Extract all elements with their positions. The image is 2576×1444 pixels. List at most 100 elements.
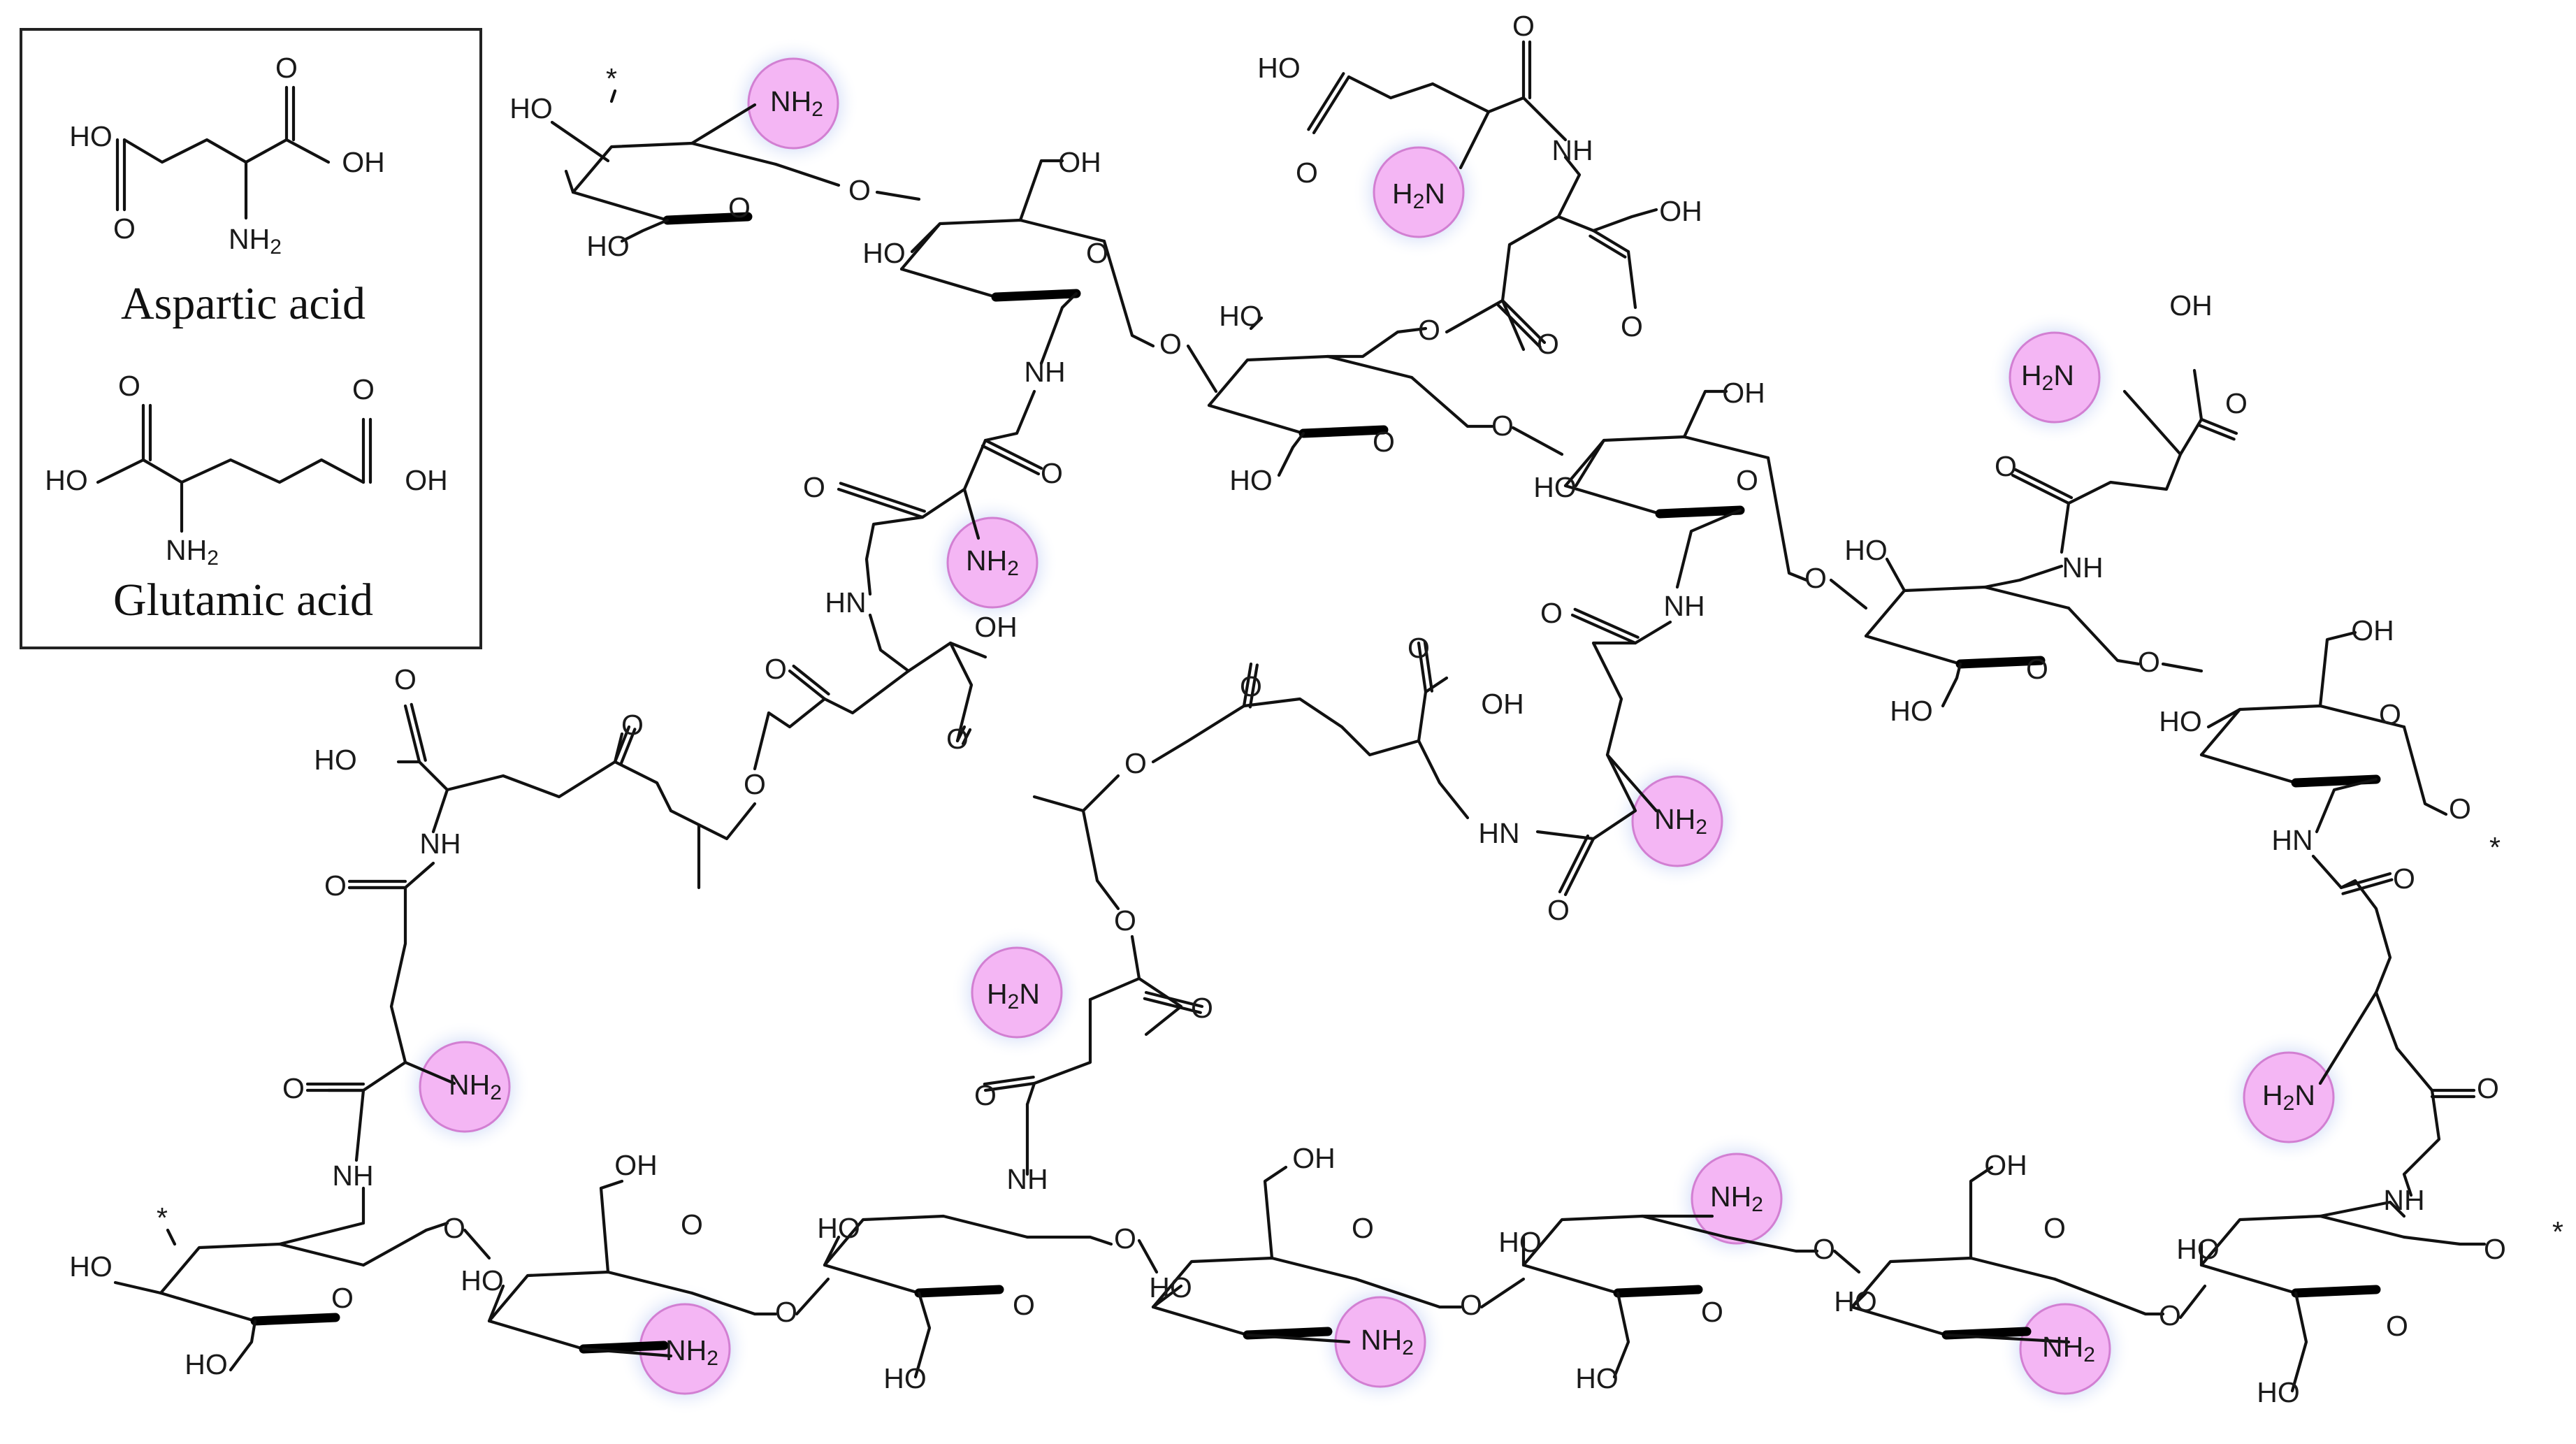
ring-front-bond — [1243, 1327, 1333, 1340]
ch2oh-bond — [229, 1319, 257, 1372]
co-double — [983, 1075, 1035, 1086]
oh-bond — [2206, 707, 2242, 729]
amine-highlight-circle — [419, 1041, 511, 1133]
legend-border — [20, 28, 482, 649]
oh-label: OH — [1058, 146, 1101, 178]
glycosidic-o-label: O — [443, 1212, 465, 1244]
ho-label: HO — [1890, 695, 1933, 727]
ring-front-bond — [250, 1313, 340, 1326]
hn-label: HN — [2271, 824, 2313, 856]
oh-label: OH — [2169, 289, 2213, 322]
ring-o-label: O — [2379, 698, 2401, 730]
amine-highlight-circle — [747, 57, 839, 150]
nh-label: NH — [419, 828, 461, 860]
amide-co-double — [2339, 872, 2392, 890]
glu-centre-upper — [1242, 697, 1470, 820]
co-double — [1144, 990, 1204, 1009]
ring-front-bond — [663, 212, 753, 225]
co-double — [983, 1081, 1036, 1092]
glyco-bond — [2067, 606, 2141, 666]
oh-bond — [564, 169, 575, 194]
acid-o-label: O — [2225, 387, 2248, 419]
asp-centre-chain — [1130, 934, 1183, 1037]
acid-co-double — [1589, 234, 1627, 259]
nh-label: NH — [2062, 551, 2103, 584]
glutamic-ho-label: HO — [45, 464, 88, 496]
ch2oh-bond — [1277, 431, 1305, 477]
ring-bond — [2199, 1263, 2298, 1295]
ring-front-bond — [1655, 505, 1745, 519]
glutamic-oh-label: OH — [405, 464, 448, 496]
glyco-bond — [2053, 1277, 2165, 1316]
asp2-co-double — [1307, 72, 1345, 131]
amide-o-label: O — [1041, 457, 1063, 489]
ring-bond — [1521, 1263, 1620, 1295]
ring-bond — [1563, 484, 1662, 516]
terminal-bond — [166, 1228, 177, 1246]
ring-bond — [571, 141, 778, 194]
ring-front-bond — [991, 289, 1081, 302]
ester-o2-label: O — [1124, 747, 1147, 779]
glyco-bond — [1354, 1277, 1463, 1309]
amine-bond — [2122, 389, 2183, 456]
oh-bond — [1574, 438, 1606, 488]
amide-bond — [1535, 830, 1595, 841]
hn-label: HN — [1478, 817, 1519, 849]
chain-end-star: * — [606, 62, 617, 94]
ring-front-bond — [1955, 656, 2046, 669]
acid-co-double — [955, 725, 967, 743]
asp-centre-amide — [1025, 997, 1092, 1106]
ho-label: HO — [1219, 300, 1262, 332]
oh-bond — [1850, 1291, 1868, 1309]
ring-o-label: O — [728, 192, 751, 224]
oh-bond — [910, 222, 942, 254]
ho-label: HO — [862, 237, 906, 269]
ring-bond — [1563, 435, 1770, 488]
chain-end-star: * — [2489, 831, 2501, 863]
glyco-bond — [875, 190, 921, 201]
ring-bond — [1850, 1256, 2057, 1309]
glycosidic-o-label: O — [2484, 1233, 2506, 1265]
bond-network — [96, 40, 2487, 1393]
ester-co-label: O — [1191, 992, 1213, 1024]
amide-o-label: O — [2477, 1072, 2499, 1104]
nh-label: NH — [2383, 1184, 2424, 1216]
glycosidic-o-label: O — [2449, 793, 2471, 825]
asp-middle — [948, 641, 974, 743]
aspartic-o-label: O — [113, 212, 136, 245]
ho-label: HO — [883, 1362, 927, 1394]
amide-o-label: O — [974, 1079, 997, 1111]
aspartic-o2-label: O — [275, 52, 298, 84]
ring-o-label: O — [1013, 1289, 1035, 1321]
ring-bond — [571, 190, 670, 222]
glutamic-acid-caption: Glutamic acid — [113, 575, 373, 626]
glyco-bond — [1137, 1239, 1159, 1274]
ester-o2-label: O — [1537, 328, 1559, 360]
amine-highlight-circle — [2019, 1303, 2111, 1395]
ho-label: HO — [1229, 464, 1273, 496]
acid-bond — [2192, 368, 2204, 421]
asp-left-chain — [864, 389, 1036, 596]
ester-o-label: O — [1418, 314, 1440, 346]
glutamic-nh2-label: NH2 — [166, 534, 219, 570]
acid-o-label: O — [1621, 310, 1643, 342]
ho-label: HO — [1257, 52, 1301, 84]
asp-chain — [1500, 215, 1595, 303]
amine-highlights — [398, 37, 2355, 1415]
glycosidic-o-label: O — [1813, 1233, 1835, 1265]
ho-label: HO — [509, 92, 553, 124]
amide-bond — [347, 861, 435, 890]
amide-co-double — [981, 444, 1041, 476]
ho-label: HO — [461, 1264, 504, 1297]
acid-co-double — [2199, 417, 2238, 435]
acid-o-label: O — [946, 723, 969, 755]
oh-bond — [1151, 1284, 1183, 1309]
ester-o-label: O — [765, 653, 787, 685]
ho-label: HO — [1533, 471, 1577, 503]
ch2oh-bond — [1263, 1165, 1288, 1260]
amine-highlight-circle — [946, 517, 1039, 609]
amine-highlight-circle — [1691, 1153, 1783, 1245]
ester-o3-label: O — [621, 709, 644, 741]
